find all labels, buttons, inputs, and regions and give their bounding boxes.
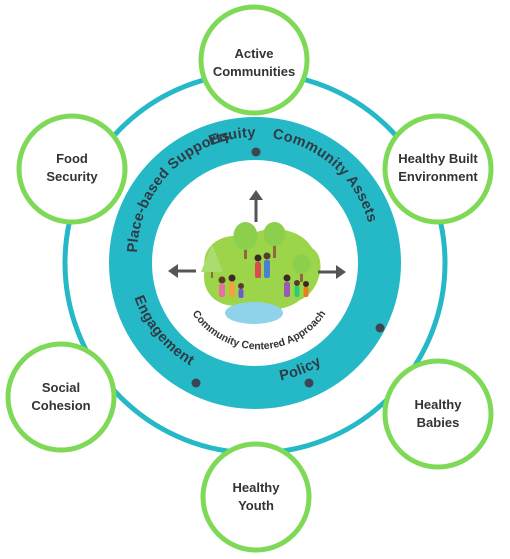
node-active-communities: Active Communities bbox=[198, 4, 310, 116]
svg-text:Social: Social bbox=[42, 380, 80, 395]
node-social-cohesion: Social Cohesion bbox=[5, 341, 117, 453]
node-healthy-babies: Healthy Babies bbox=[382, 358, 494, 470]
svg-text:Environment: Environment bbox=[398, 169, 478, 184]
tree-icon bbox=[233, 222, 258, 259]
svg-text:Healthy: Healthy bbox=[415, 397, 463, 412]
pond-icon bbox=[225, 302, 283, 324]
ring-dot bbox=[251, 147, 261, 157]
ring-dot bbox=[304, 378, 314, 388]
node-healthy-built-environment: Healthy Built Environment bbox=[382, 113, 494, 225]
arrow-right-icon bbox=[318, 265, 346, 279]
svg-text:Healthy Built: Healthy Built bbox=[398, 151, 478, 166]
svg-text:Active: Active bbox=[234, 46, 273, 61]
community-illustration bbox=[201, 222, 321, 324]
people-icon bbox=[218, 252, 309, 298]
arrow-left-icon bbox=[168, 264, 196, 278]
svg-text:Youth: Youth bbox=[238, 498, 274, 513]
tree-icon bbox=[201, 244, 223, 278]
node-healthy-youth: Healthy Youth bbox=[200, 441, 312, 553]
ring-dot bbox=[375, 323, 385, 333]
svg-text:Security: Security bbox=[46, 169, 98, 184]
node-food-security: Food Security bbox=[16, 113, 128, 225]
svg-text:Healthy: Healthy bbox=[233, 480, 281, 495]
tree-icon bbox=[292, 254, 311, 282]
tree-icon bbox=[263, 222, 286, 258]
svg-text:Communities: Communities bbox=[213, 64, 295, 79]
svg-text:Babies: Babies bbox=[417, 415, 460, 430]
svg-text:Food: Food bbox=[56, 151, 88, 166]
svg-text:Cohesion: Cohesion bbox=[31, 398, 90, 413]
ring-dot bbox=[191, 378, 201, 388]
arrow-up-icon bbox=[249, 190, 263, 222]
